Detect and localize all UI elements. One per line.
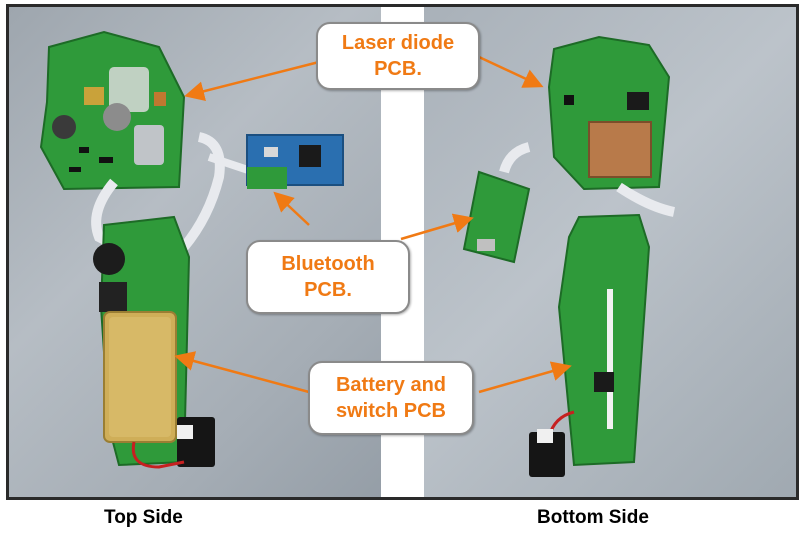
laser-diode-callout: Laser diode PCB. <box>316 22 480 90</box>
top-side-caption: Top Side <box>104 507 183 528</box>
ribbon-cable <box>499 142 531 174</box>
ribbon-cable <box>180 132 225 251</box>
battery-switch-callout: Battery and switch PCB <box>308 361 474 435</box>
laser-pcb-top <box>39 30 186 191</box>
callout-line-2: PCB. <box>374 58 422 80</box>
laser-pcb-bottom <box>547 35 671 191</box>
battery-pcb-bottom <box>529 213 651 477</box>
bluetooth-pcb-top <box>246 134 344 189</box>
callout-line-2: PCB. <box>304 279 352 301</box>
callout-line-1: Battery and <box>335 374 447 396</box>
ribbon-cable <box>91 178 118 247</box>
callout-arrows <box>174 55 572 394</box>
bluetooth-callout: Bluetooth PCB. <box>246 240 410 314</box>
callout-line-2: switch PCB <box>335 400 447 422</box>
pcb-scene <box>39 30 676 477</box>
ribbon-cable <box>616 182 676 217</box>
callout-line-1: Laser diode <box>341 32 455 54</box>
battery-pcb-top <box>93 215 215 469</box>
bottom-side-caption: Bottom Side <box>537 507 649 528</box>
callout-line-1: Bluetooth <box>281 253 375 275</box>
bluetooth-pcb-bottom <box>462 170 531 264</box>
